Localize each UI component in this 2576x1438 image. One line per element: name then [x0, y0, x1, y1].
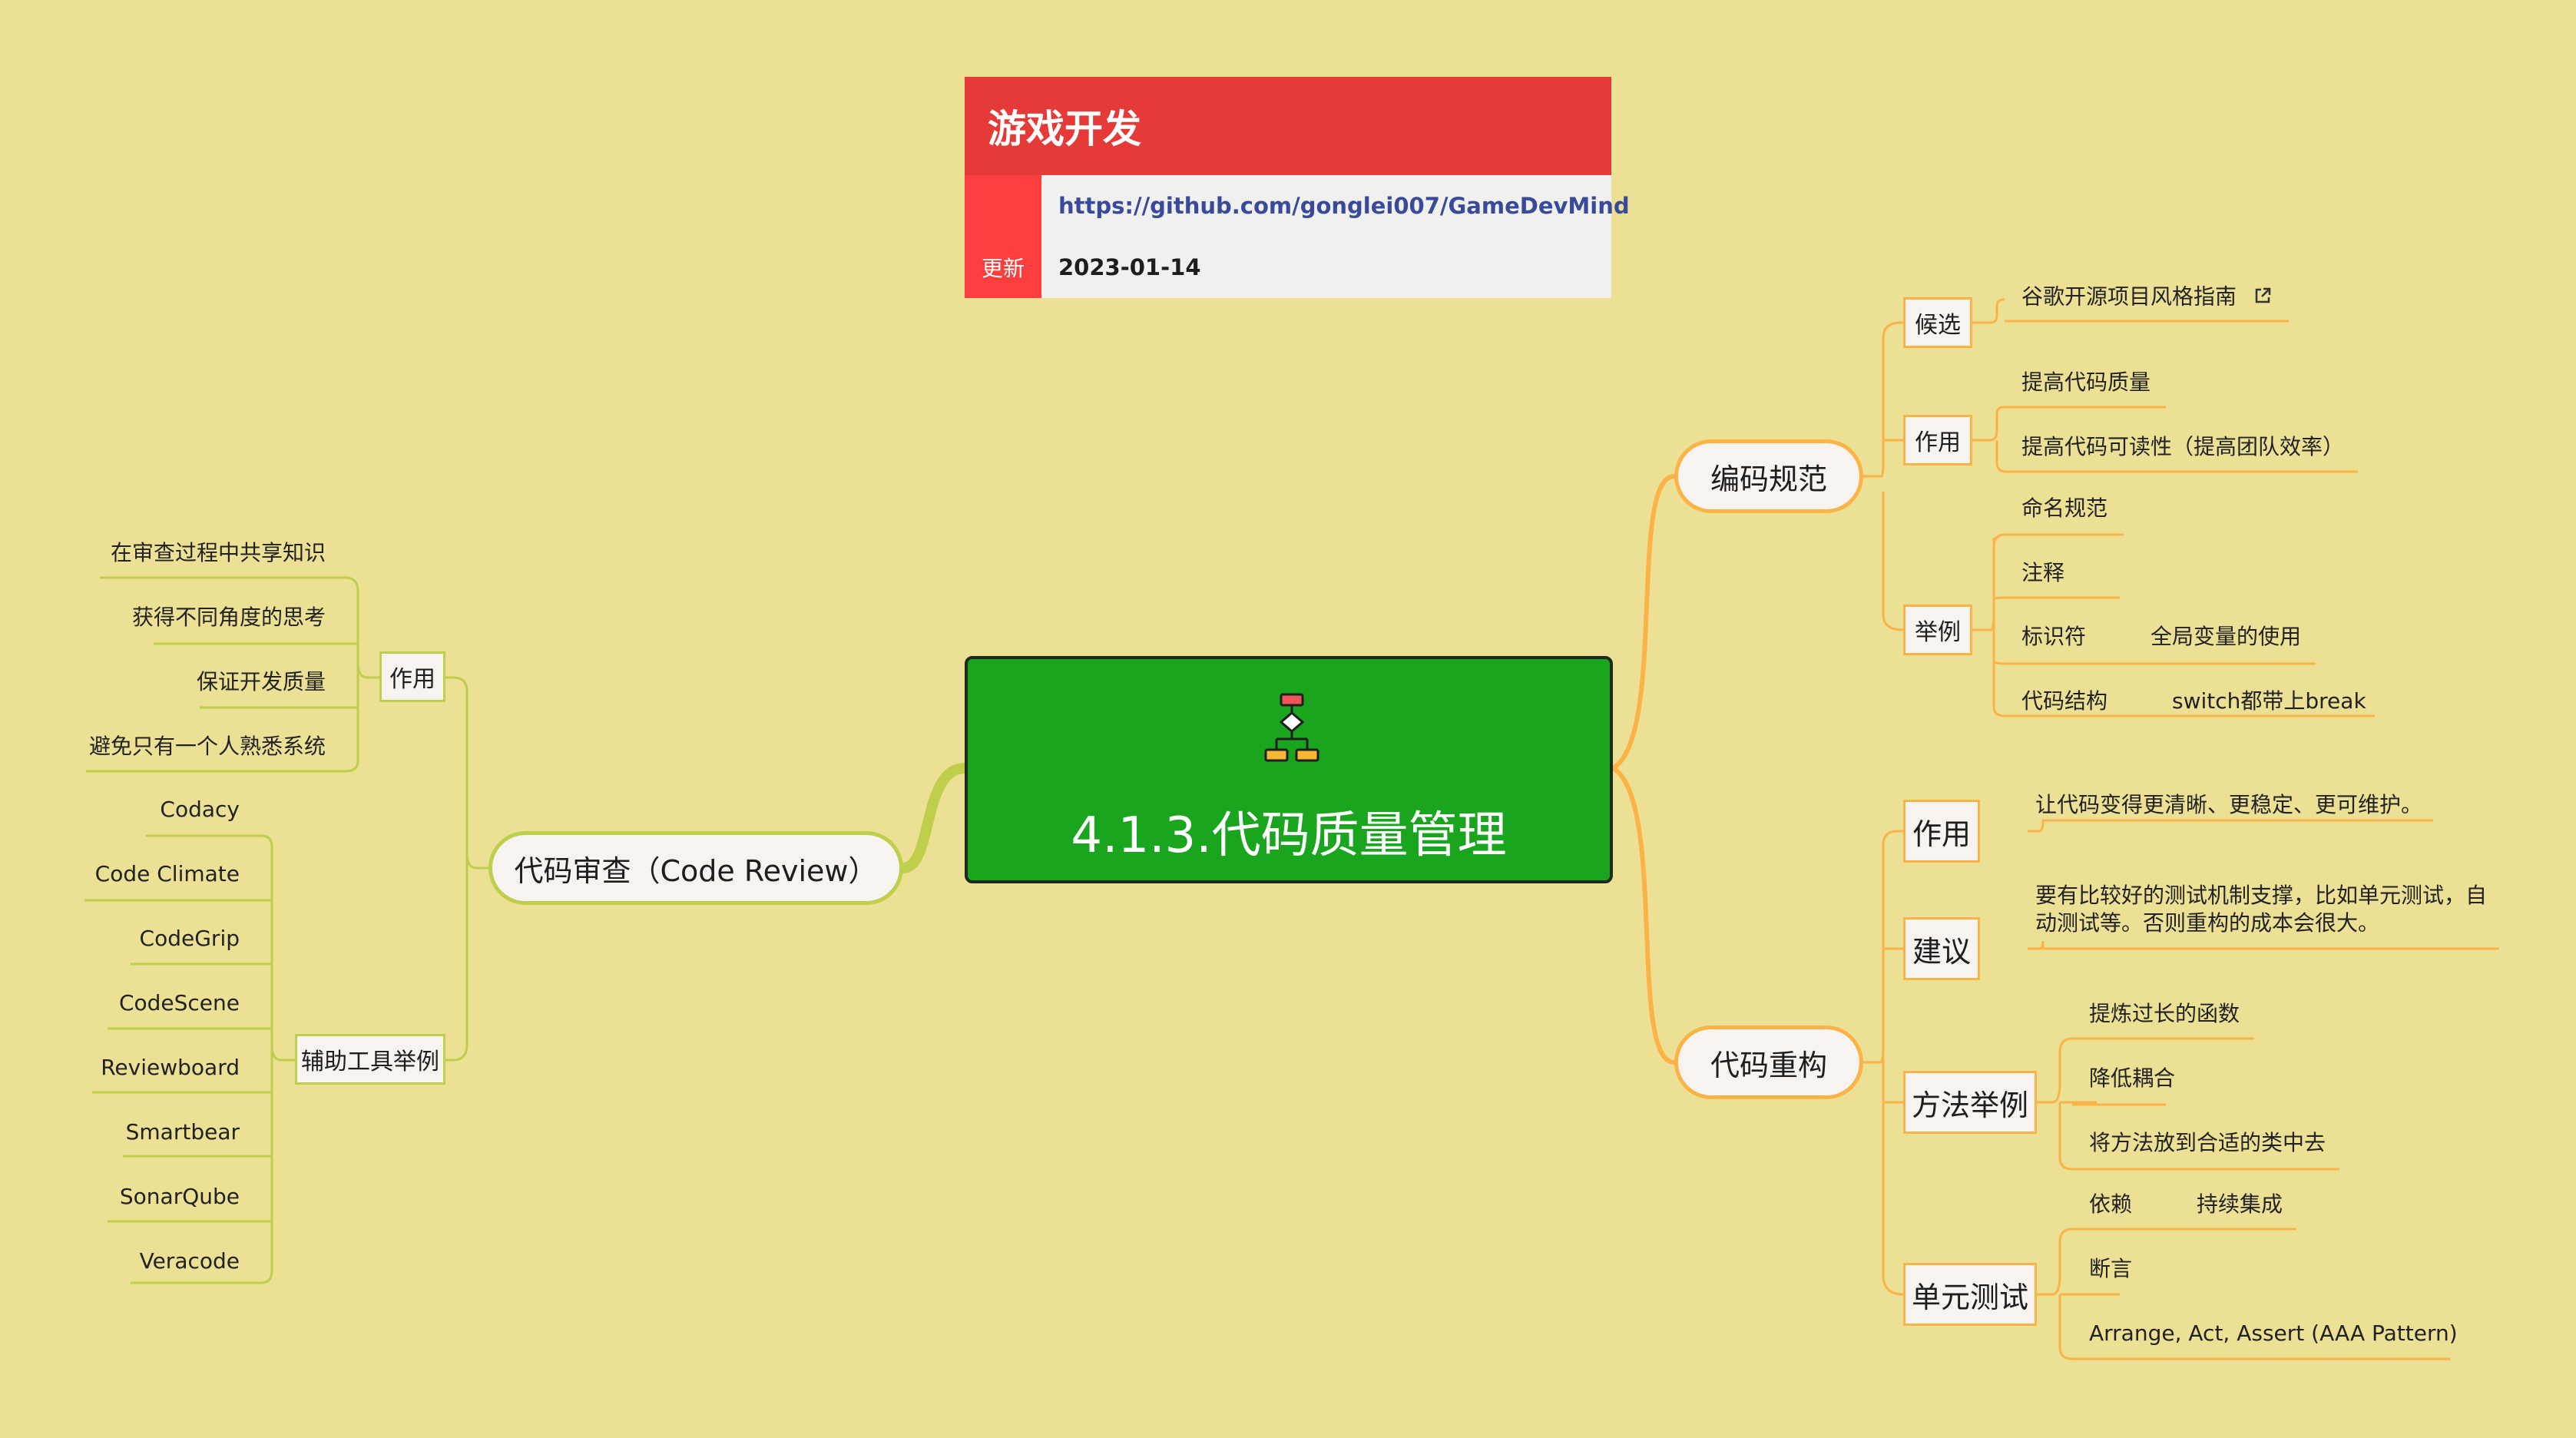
leaf-continuous-integration[interactable]: 持续集成	[2197, 1191, 2283, 1217]
tool-codegrip[interactable]: CodeGrip	[139, 926, 240, 951]
topic-coding-standard[interactable]: 编码规范	[1674, 439, 1863, 513]
leaf-code-structure[interactable]: 代码结构	[2021, 688, 2108, 714]
info-card-link-label	[965, 175, 1041, 237]
leaf-move-method[interactable]: 将方法放到合适的类中去	[2089, 1130, 2326, 1155]
topic-refactoring[interactable]: 代码重构	[1674, 1025, 1863, 1099]
flowchart-icon	[1264, 693, 1319, 762]
node-methods[interactable]: 方法举例	[1903, 1071, 2037, 1134]
topic-code-review[interactable]: 代码审查（Code Review）	[488, 831, 903, 905]
node-purpose-review[interactable]: 作用	[379, 651, 445, 702]
leaf-switch-break[interactable]: switch都带上break	[2172, 688, 2366, 714]
info-card: 游戏开发 https://github.com/gonglei007/GameD…	[965, 77, 1630, 298]
central-topic-title: 4.1.3.代码质量管理	[1071, 807, 1507, 864]
tool-sonarqube[interactable]: SonarQube	[119, 1184, 240, 1209]
node-purpose-refactor[interactable]: 作用	[1903, 800, 1980, 863]
leaf-refactor-purpose[interactable]: 让代码变得更清晰、更稳定、更可维护。	[2035, 792, 2423, 817]
info-card-update-date: 2023-01-14	[1041, 237, 1611, 298]
node-unit-test[interactable]: 单元测试	[1903, 1263, 2037, 1326]
tool-codescene[interactable]: CodeScene	[118, 990, 240, 1016]
tool-codacy[interactable]: Codacy	[160, 797, 240, 822]
leaf-assertion[interactable]: 断言	[2089, 1256, 2133, 1281]
leaf-google-style-guide[interactable]: 谷歌开源项目风格指南	[2021, 286, 2273, 310]
leaf-advice-line1[interactable]: 要有比较好的测试机制支撑，比如单元测试，自	[2035, 883, 2488, 908]
info-card-title: 游戏开发	[965, 77, 1611, 175]
leaf-identifier[interactable]: 标识符	[2021, 624, 2087, 649]
node-candidate[interactable]: 候选	[1903, 297, 1972, 348]
leaf-advice-line2[interactable]: 动测试等。否则重构的成本会很大。	[2035, 910, 2380, 936]
node-purpose-coding[interactable]: 作用	[1903, 415, 1972, 466]
leaf-different-angles[interactable]: 获得不同角度的思考	[131, 605, 326, 630]
leaf-share-knowledge[interactable]: 在审查过程中共享知识	[110, 540, 326, 565]
tool-code-climate[interactable]: Code Climate	[94, 861, 240, 886]
leaf-naming[interactable]: 命名规范	[2021, 495, 2108, 521]
leaf-improve-readability[interactable]: 提高代码可读性（提高团队效率）	[2021, 434, 2345, 459]
leaf-dependency[interactable]: 依赖	[2089, 1191, 2133, 1217]
tool-reviewboard[interactable]: Reviewboard	[101, 1055, 240, 1080]
leaf-reduce-coupling[interactable]: 降低耦合	[2089, 1065, 2176, 1091]
central-topic[interactable]: 4.1.3.代码质量管理	[965, 656, 1613, 883]
leaf-aaa-pattern[interactable]: Arrange, Act, Assert (AAA Pattern)	[2089, 1320, 2458, 1346]
tool-veracode[interactable]: Veracode	[139, 1248, 240, 1274]
info-card-update-label: 更新	[965, 237, 1041, 298]
leaf-extract-function[interactable]: 提炼过长的函数	[2089, 1001, 2240, 1026]
info-card-url-link[interactable]: https://github.com/gonglei007/GameDevMin…	[1041, 175, 1630, 237]
node-tools[interactable]: 辅助工具举例	[295, 1034, 445, 1085]
leaf-avoid-single-expert[interactable]: 避免只有一个人熟悉系统	[88, 734, 326, 759]
leaf-ensure-quality[interactable]: 保证开发质量	[196, 669, 326, 694]
tool-smartbear[interactable]: Smartbear	[125, 1119, 240, 1145]
leaf-comments[interactable]: 注释	[2021, 560, 2065, 585]
node-examples-coding[interactable]: 举例	[1903, 605, 1972, 655]
external-link-icon[interactable]	[2253, 286, 2273, 310]
leaf-improve-quality[interactable]: 提高代码质量	[2021, 369, 2151, 395]
node-advice[interactable]: 建议	[1903, 917, 1980, 980]
leaf-global-vars[interactable]: 全局变量的使用	[2151, 624, 2302, 649]
